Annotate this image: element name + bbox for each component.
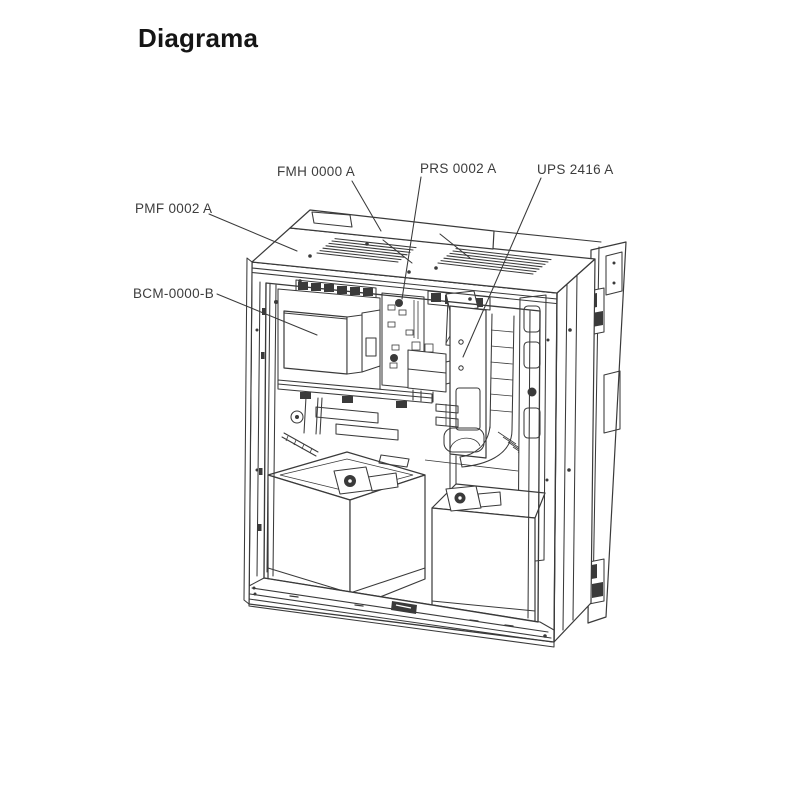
vent-grille-left [316, 238, 417, 263]
leader-lines [208, 176, 542, 358]
vent-grille-right [437, 248, 552, 275]
battery-right [431, 483, 546, 632]
prs-module [407, 341, 455, 403]
label-pmf: PMF 0002 A [135, 201, 212, 216]
label-prs: PRS 0002 A [420, 161, 497, 176]
leader-line-pmf [208, 213, 298, 252]
battery-left [267, 451, 426, 610]
label-bcm: BCM-0000-B [133, 286, 214, 301]
label-ups: UPS 2416 A [537, 162, 614, 177]
cabinet-left-side [243, 257, 253, 605]
ups-module [445, 290, 537, 468]
leader-line-bcm [216, 293, 318, 336]
part-labels: PMF 0002 A FMH 0000 A PRS 0002 A UPS 241… [133, 161, 614, 301]
bcm-module [277, 288, 433, 435]
leader-line-ups [462, 177, 542, 358]
leader-line-fmh [351, 180, 382, 232]
leader-line-prs [401, 176, 422, 300]
page-title: Diagrama [138, 23, 259, 53]
cabinet-interior [256, 279, 547, 632]
label-fmh: FMH 0000 A [277, 164, 355, 179]
